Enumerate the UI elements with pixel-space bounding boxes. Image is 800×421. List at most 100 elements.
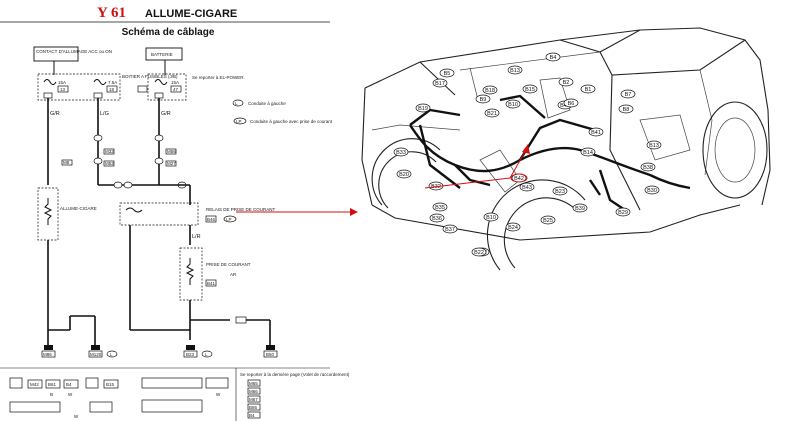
svg-text:B42: B42 (514, 176, 524, 182)
svg-text:B29: B29 (618, 210, 628, 216)
vehicle-connector-b39: B39 (572, 203, 588, 213)
svg-text:L: L (205, 352, 208, 357)
connector-drawings: M42 B61 B4 B15 B W W W (9, 377, 229, 419)
svg-text:Se reporter à la dernière page: Se reporter à la dernière page (Volet de… (240, 372, 350, 377)
svg-text:B35: B35 (435, 205, 445, 211)
fuse-2: 7.5A 18 (93, 79, 118, 93)
power-note: Se reporter à EL-POWER. (192, 75, 245, 80)
svg-text:M66: M66 (249, 389, 258, 394)
vehicle-connector-b1: B1 (580, 84, 596, 94)
svg-text:B4: B4 (66, 382, 72, 387)
svg-text:15A: 15A (171, 80, 179, 85)
svg-text:B6: B6 (568, 101, 575, 107)
ground-m120: M120 L (88, 345, 118, 358)
svg-text:B40: B40 (560, 103, 570, 109)
socket-conn: B41 (207, 281, 216, 286)
vehicle-connector-b13: B13 (507, 65, 523, 75)
relay-box (119, 202, 199, 226)
connector-m56: M56 M27 (154, 134, 177, 167)
svg-text:B4: B4 (249, 413, 255, 418)
svg-text:Conduite à gauche avec prise d: Conduite à gauche avec prise de courant (250, 119, 333, 124)
battery-box (145, 47, 183, 61)
vehicle-connector-b41: B41 (588, 127, 604, 137)
svg-text:B20: B20 (399, 172, 409, 178)
vehicle-connector-b18: B18 (482, 85, 498, 95)
conn-m4-box (137, 85, 148, 93)
vehicle-connector-b37: B37 (442, 224, 458, 234)
vehicle-relay-highlight (510, 173, 528, 183)
svg-text:B14: B14 (583, 150, 593, 156)
svg-text:B39: B39 (575, 206, 585, 212)
fuse-1: 15A 13 (43, 79, 69, 93)
svg-text:B36: B36 (432, 216, 442, 222)
svg-text:B4: B4 (550, 55, 557, 61)
svg-text:B9: B9 (480, 97, 487, 103)
ignition-switch-box (33, 46, 79, 62)
svg-text:M86: M86 (43, 352, 52, 357)
svg-text:B10: B10 (508, 102, 518, 108)
svg-text:B1: B1 (585, 87, 592, 93)
battery-label: BATTERIE (151, 52, 173, 57)
svg-text:B15: B15 (525, 87, 535, 93)
vehicle-connector-b23: B23 (552, 186, 568, 196)
svg-text:B22: B22 (474, 250, 484, 256)
svg-text:B5: B5 (444, 71, 451, 77)
svg-text:B50: B50 (266, 352, 275, 357)
svg-text:B7: B7 (625, 92, 632, 98)
ground-b50: B50 (263, 345, 278, 358)
svg-text:B23: B23 (555, 189, 565, 195)
junction-conn-1 (113, 181, 123, 189)
svg-text:B25: B25 (543, 218, 553, 224)
svg-text:M65: M65 (249, 381, 258, 386)
connector-m8-box (61, 159, 73, 166)
vehicle-connector-b10: B10 (505, 99, 521, 109)
cigar-lighter-label: ALLUME-CIGARE (60, 206, 97, 211)
svg-text:B38: B38 (643, 165, 653, 171)
svg-text:13: 13 (60, 87, 66, 92)
svg-text:Conduite à gauche: Conduite à gauche (248, 101, 286, 106)
vehicle-connector-b10: B10 (483, 212, 499, 222)
wire-label-lr: L/R (192, 234, 201, 240)
svg-text:L: L (110, 352, 113, 357)
svg-text:7.5A: 7.5A (108, 80, 117, 85)
vehicle-connector-b38: B38 (640, 162, 656, 172)
socket-box (179, 247, 203, 301)
vehicle-connector-b9: B9 (475, 94, 491, 104)
svg-text:W: W (68, 392, 73, 397)
ground-m86: M86 (41, 345, 56, 358)
svg-text:M56: M56 (167, 149, 176, 154)
cigar-lighter-element (43, 198, 53, 225)
svg-text:L: L (235, 101, 238, 106)
ignition-switch-label: CONTACT D'ALLUMAGE ACC ou ON (36, 49, 112, 54)
vehicle-connector-b24: B24 (505, 222, 521, 232)
vehicle-red-arrowhead (522, 144, 530, 154)
svg-text:B30: B30 (647, 188, 657, 194)
connector-m32: M32 M52 (93, 134, 115, 167)
vehicle-connector-b35: B35 (432, 202, 448, 212)
ground-b23: B23 L (183, 345, 213, 358)
vehicle-connector-b22: B22 (471, 247, 487, 257)
vehicle-connector-b30: B30 (644, 185, 660, 195)
vehicle-connector-b13: B13 (646, 140, 662, 150)
svg-text:B61: B61 (48, 382, 57, 387)
wire-harness (409, 94, 691, 211)
connector-m8: M8 (63, 160, 70, 165)
relay-label: RELAIS DE PRISE DE COURANT (206, 207, 276, 212)
vehicle-connector-b21: B21 (484, 108, 500, 118)
vehicle-connector-b20: B20 (396, 169, 412, 179)
relay-conn: B46 (207, 217, 216, 222)
svg-text:B23: B23 (186, 352, 195, 357)
vehicle-connector-b29: B29 (615, 207, 631, 217)
svg-text:B43: B43 (522, 185, 532, 191)
vehicle-red-line-2 (509, 149, 527, 179)
svg-text:LP: LP (236, 119, 242, 124)
svg-text:M120: M120 (90, 352, 102, 357)
svg-text:B86: B86 (249, 405, 258, 410)
wire-label-3: G/R (161, 111, 171, 117)
svg-text:B33: B33 (396, 150, 406, 156)
header-title: ALLUME-CIGARE (145, 8, 237, 20)
svg-text:B13: B13 (649, 143, 659, 149)
refer-note: Se reporter à la dernière page (Volet de… (240, 372, 350, 419)
svg-text:M27: M27 (167, 161, 176, 166)
